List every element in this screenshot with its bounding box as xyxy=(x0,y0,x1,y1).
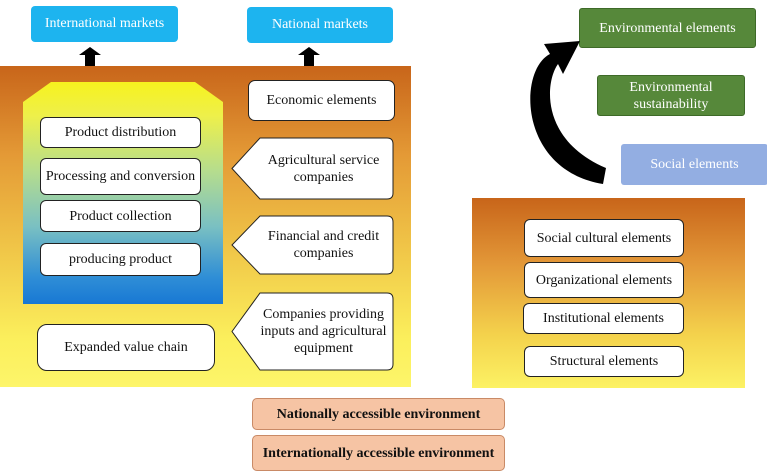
value-chain-stage: Product collection xyxy=(40,200,201,232)
social-elements-box: Social elements xyxy=(621,144,767,185)
environmental-elements-box: Environmental elements xyxy=(579,8,756,48)
social-panel-item: Organizational elements xyxy=(524,262,684,298)
agricultural-service-box: Agricultural service companies xyxy=(231,137,394,200)
social-panel-item: Institutional elements xyxy=(523,303,684,334)
up-arrow-icon xyxy=(79,47,101,67)
national-environment-box: Nationally accessible environment xyxy=(252,398,505,430)
international-markets-label: International markets xyxy=(44,16,165,31)
national-markets-label: National markets xyxy=(271,17,369,32)
environmental-sustainability-box: Environmental sustainability xyxy=(597,75,745,116)
expanded-value-chain-box: Expanded value chain xyxy=(37,324,215,371)
national-markets-box: National markets xyxy=(247,7,393,43)
value-chain-stage: producing product xyxy=(40,243,201,276)
value-chain-stage: Product distribution xyxy=(40,117,201,148)
international-environment-box: Internationally accessible environment xyxy=(252,435,505,471)
international-markets-box: International markets xyxy=(31,6,178,42)
inputs-equipment-box: Companies providing inputs and agricultu… xyxy=(231,292,394,371)
social-panel-item: Structural elements xyxy=(524,346,684,377)
up-arrow-icon xyxy=(298,47,320,67)
economic-elements-box: Economic elements xyxy=(248,80,395,121)
curved-arrow-icon xyxy=(530,41,606,184)
social-panel-item: Social cultural elements xyxy=(524,219,684,257)
value-chain-stage: Processing and conversion xyxy=(40,158,201,195)
financial-credit-box: Financial and credit companies xyxy=(231,215,394,275)
